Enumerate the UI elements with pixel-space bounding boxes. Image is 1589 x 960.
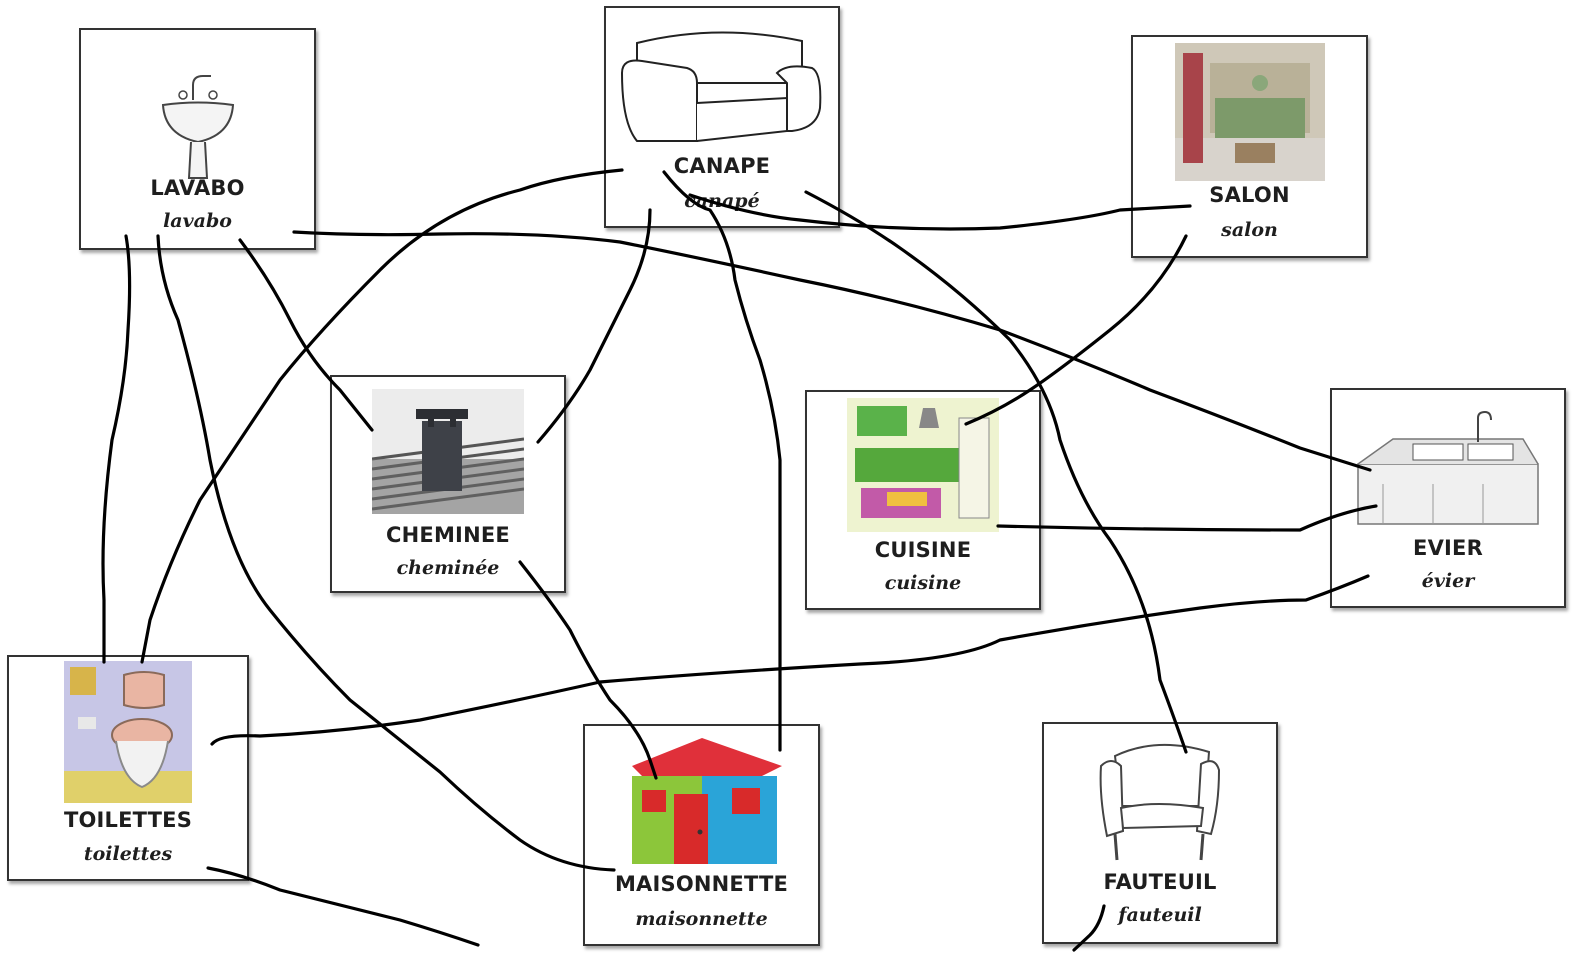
card-word: LAVABO [150, 176, 245, 200]
card-cheminee[interactable]: CHEMINEE cheminée [330, 375, 566, 593]
card-fauteuil[interactable]: FAUTEUIL fauteuil [1042, 722, 1278, 944]
hand-drawn-line [101, 234, 132, 664]
sofa-icon [617, 23, 827, 143]
card-script-word: cuisine [884, 572, 962, 594]
hand-drawn-line [210, 574, 1370, 746]
armchair-icon [1097, 736, 1223, 864]
card-salon[interactable]: SALON salon [1131, 35, 1368, 258]
card-script-word: canapé [684, 190, 760, 212]
card-word: CHEMINEE [386, 523, 510, 547]
card-lavabo[interactable]: LAVABO lavabo [79, 28, 316, 250]
kitchen-sink-icon [1353, 404, 1543, 530]
card-script-word: salon [1221, 219, 1278, 241]
card-script-word: maisonnette [635, 908, 768, 930]
hand-drawn-line [662, 170, 782, 752]
card-script-word: évier [1421, 570, 1475, 592]
card-maisonnette[interactable]: MAISONNETTE maisonnette [583, 724, 820, 946]
hand-drawn-line [996, 504, 1378, 532]
card-canape[interactable]: CANAPE canapé [604, 6, 840, 228]
kitchen-icon [847, 398, 999, 532]
card-script-word: lavabo [163, 210, 232, 232]
card-word: CANAPE [673, 154, 771, 178]
card-cuisine[interactable]: CUISINE cuisine [805, 390, 1041, 610]
card-word: MAISONNETTE [614, 872, 789, 896]
card-word: FAUTEUIL [1103, 870, 1217, 894]
card-word: TOILETTES [63, 808, 193, 832]
card-word: SALON [1209, 183, 1290, 207]
card-word: EVIER [1413, 536, 1483, 560]
chimney-icon [372, 389, 524, 514]
sink-icon [153, 50, 243, 180]
card-word: CUISINE [874, 538, 972, 562]
living-room-icon [1174, 43, 1325, 181]
card-evier[interactable]: EVIER évier [1330, 388, 1566, 608]
card-script-word: fauteuil [1118, 904, 1202, 926]
toilet-icon [64, 661, 192, 803]
card-script-word: cheminée [396, 557, 500, 579]
playhouse-icon [612, 736, 792, 868]
card-toilettes[interactable]: TOILETTES toilettes [7, 655, 249, 881]
card-script-word: toilettes [83, 843, 173, 865]
